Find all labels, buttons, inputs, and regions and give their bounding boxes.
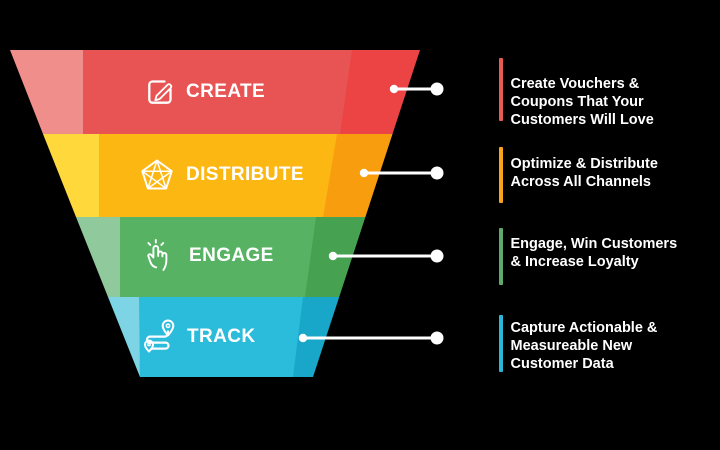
description-line: Engage, Win Customers: [510, 236, 678, 252]
description-line: Capture Actionable &: [510, 320, 658, 336]
accent-bar-distribute: [499, 147, 503, 203]
accent-bar-create: [499, 58, 503, 121]
description-line: Across All Channels: [510, 174, 651, 190]
funnel-band-track-highlight-face: [108, 297, 140, 377]
pentagon-star-network-icon: [137, 155, 177, 195]
description-text-engage: Engage, Win Customers & Increase Loyalty: [511, 235, 678, 271]
description-block-create: Create Vouchers & Coupons That Your Cust…: [499, 58, 654, 129]
description-block-distribute: Optimize & Distribute Across All Channel…: [499, 147, 658, 203]
funnel-band-distribute: [98, 134, 338, 217]
connector-distribute: [359, 166, 444, 180]
stage-row-engage: ENGAGE: [140, 233, 274, 279]
funnel-band-distribute-highlight-face: [43, 134, 99, 217]
stage-row-track: TRACK: [138, 314, 256, 360]
accent-bar-engage: [499, 228, 503, 285]
description-line: & Increase Loyalty: [510, 254, 639, 270]
description-block-engage: Engage, Win Customers & Increase Loyalty: [499, 228, 677, 285]
stage-label-distribute: DISTRIBUTE: [186, 164, 304, 185]
funnel-band-create: [82, 50, 353, 134]
funnel-band-engage: [119, 217, 317, 297]
description-line: Customers Will Love: [510, 112, 654, 128]
stage-row-create: CREATE: [143, 72, 265, 112]
edit-pencil-square-icon: [143, 75, 177, 109]
description-line: Create Vouchers &: [510, 76, 640, 92]
funnel-band-engage-highlight-face: [76, 217, 120, 297]
stage-label-engage: ENGAGE: [189, 245, 274, 266]
description-block-track: Capture Actionable & Measureable New Cus…: [499, 315, 657, 373]
connector-create: [389, 82, 444, 96]
tap-hand-gesture-icon: [140, 236, 180, 276]
funnel-band-distribute-shadow-face: [323, 134, 393, 217]
description-line: Measureable New: [510, 338, 633, 354]
funnel-band-create-highlight-face: [10, 50, 83, 134]
stage-label-track: TRACK: [187, 326, 256, 347]
route-map-pins-icon: [138, 317, 178, 357]
funnel-band-create-shadow-face: [340, 50, 420, 134]
description-line: Customer Data: [510, 356, 614, 372]
description-text-distribute: Optimize & Distribute Across All Channel…: [511, 155, 658, 191]
description-text-create: Create Vouchers & Coupons That Your Cust…: [511, 75, 654, 129]
connector-engage: [328, 249, 444, 263]
stage-label-create: CREATE: [186, 81, 266, 102]
connector-track: [298, 331, 444, 345]
funnel-band-track: [138, 297, 304, 377]
description-line: Coupons That Your: [510, 94, 644, 110]
accent-bar-track: [499, 315, 503, 372]
stage-row-distribute: DISTRIBUTE: [137, 153, 304, 197]
description-text-track: Capture Actionable & Measureable New Cus…: [511, 319, 658, 373]
description-line: Optimize & Distribute: [510, 156, 658, 172]
